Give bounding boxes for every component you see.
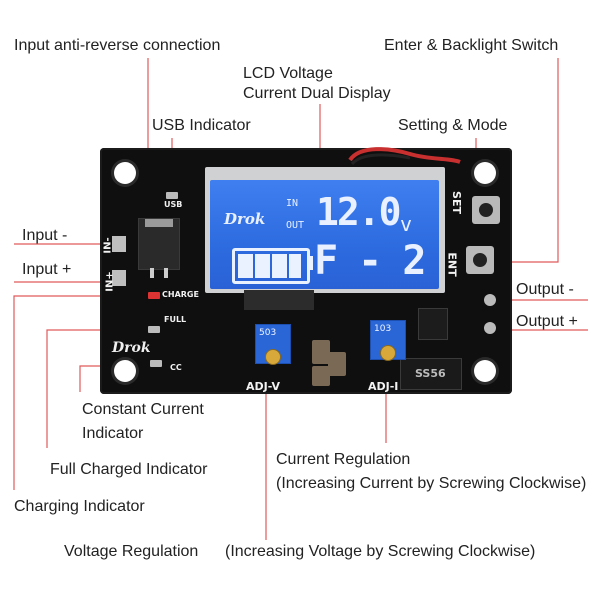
lcd-in-label: IN (286, 198, 299, 209)
label-output-minus: Output - (516, 281, 574, 298)
label-lcd-line1: LCD Voltage (243, 65, 333, 82)
pot-i-code: 103 (374, 324, 392, 334)
silk-adj-i: ADJ-I (368, 380, 399, 393)
voltage-potentiometer[interactable]: 503 (255, 324, 291, 365)
silk-set: SET (449, 191, 463, 214)
mosfet-leg-2 (164, 268, 168, 278)
capacitor-1 (312, 340, 330, 364)
lcd-value: 12.0 (316, 190, 402, 234)
mounting-hole-top-right (474, 162, 496, 184)
mounting-hole-bottom-right (474, 360, 496, 382)
anti-reverse-mosfet (138, 218, 180, 270)
current-screw-icon[interactable] (380, 345, 396, 361)
label-cc-line1: Constant Current (82, 401, 204, 418)
label-lcd-line2: Current Dual Display (243, 85, 391, 102)
silk-full: FULL (164, 315, 187, 324)
lcd-brand-logo: Drok (224, 210, 266, 228)
silk-cc: CC (170, 363, 182, 372)
lcd-unit: v (400, 212, 413, 236)
mosfet-leg (150, 268, 154, 278)
inductor-cutout (244, 290, 314, 310)
silk-charge: CHARGE (162, 290, 199, 299)
label-full-charged: Full Charged Indicator (50, 461, 208, 478)
silk-in-plus: IN+ (104, 271, 116, 292)
current-potentiometer[interactable]: 103 (370, 320, 406, 361)
label-cc-line2: Indicator (82, 425, 144, 442)
usb-indicator-led (166, 192, 178, 199)
silk-adj-v: ADJ-V (246, 380, 281, 393)
battery-icon (232, 248, 310, 284)
set-button[interactable] (472, 196, 500, 224)
label-input-plus: Input + (22, 261, 72, 278)
mounting-hole-bottom-left (114, 360, 136, 382)
enter-button[interactable] (466, 246, 494, 274)
full-indicator-led (148, 326, 160, 333)
label-voltage-reg-desc: (Increasing Voltage by Screwing Clockwis… (225, 543, 536, 560)
silk-usb: USB (164, 200, 183, 209)
lcd-out-label: OUT (286, 220, 305, 231)
label-enter-backlight: Enter & Backlight Switch (384, 37, 559, 54)
label-input-minus: Input - (22, 227, 68, 244)
input-terminal-plus (112, 270, 126, 286)
battery-tip-icon (307, 256, 313, 270)
lcd-mode: F - 2 (314, 238, 426, 284)
pot-v-code: 503 (259, 328, 277, 338)
diode-code: SS56 (415, 367, 446, 380)
output-terminal-minus (484, 294, 496, 306)
charge-indicator-led (148, 292, 160, 299)
output-ic (418, 308, 448, 340)
label-voltage-reg: Voltage Regulation (64, 543, 199, 560)
silk-ent: ENT (445, 252, 459, 277)
output-terminal-plus (484, 322, 496, 334)
mounting-hole-top-left (114, 162, 136, 184)
label-setting-mode: Setting & Mode (398, 117, 508, 134)
lcd-display: Drok IN OUT 12.0 v F - 2 (210, 180, 439, 289)
input-terminal-minus (112, 236, 126, 252)
lcd-wires (348, 147, 461, 166)
label-current-reg-line1: Current Regulation (276, 451, 411, 468)
label-charging: Charging Indicator (14, 498, 145, 515)
label-input-anti-reverse: Input anti-reverse connection (14, 37, 221, 54)
label-usb-indicator: USB Indicator (152, 117, 251, 134)
silk-in-minus: IN- (102, 237, 114, 254)
schottky-diode: SS56 (400, 358, 462, 390)
cc-indicator-led (150, 360, 162, 367)
capacitor-2 (328, 352, 346, 376)
pcb-brand-logo: Drok (112, 340, 151, 356)
label-current-reg-line2: (Increasing Current by Screwing Clockwis… (276, 475, 587, 492)
voltage-screw-icon[interactable] (265, 349, 281, 365)
capacitor-3 (312, 366, 330, 386)
label-output-plus: Output + (516, 313, 578, 330)
